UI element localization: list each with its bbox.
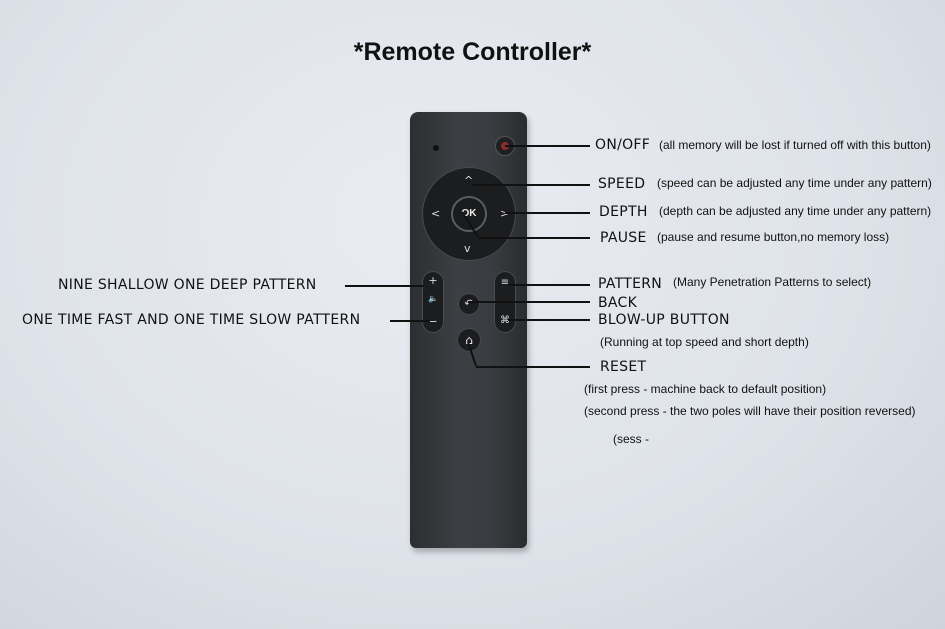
chevron-left-icon[interactable]: < xyxy=(431,207,441,220)
reset-label: RESET xyxy=(600,359,647,375)
reset-note-1: (first press - machine back to default p… xyxy=(584,382,827,396)
reset-note-3: (sess - xyxy=(613,432,649,446)
pause-leader xyxy=(478,237,590,239)
back-button[interactable]: ↶ xyxy=(458,293,480,315)
pause-note: (pause and resume button,no memory loss) xyxy=(657,230,890,244)
pattern-label: PATTERN xyxy=(598,276,663,292)
speed-note: (speed can be adjusted any time under an… xyxy=(657,176,932,190)
pattern-note: (Many Penetration Patterns to select) xyxy=(673,275,872,289)
menu-icon[interactable]: ≡ xyxy=(500,277,510,288)
on-off-label: ON/OFF xyxy=(595,137,651,153)
chevron-up-icon[interactable]: ^ xyxy=(464,174,474,187)
back-icon: ↶ xyxy=(464,297,474,310)
speaker-icon: 🔈 xyxy=(428,294,438,303)
one-time-fast-leader xyxy=(390,320,430,322)
depth-note: (depth can be adjusted any time under an… xyxy=(659,204,932,218)
back-leader xyxy=(468,301,590,303)
on-off-leader xyxy=(505,145,590,147)
reset-diagonal xyxy=(467,341,477,367)
back-label: BACK xyxy=(598,295,638,311)
pattern-leader xyxy=(508,284,590,286)
chevron-down-icon[interactable]: v xyxy=(464,242,471,255)
reset-note-2: (second press - the two poles will have … xyxy=(584,404,916,418)
blowup-leader xyxy=(508,319,590,321)
depth-label: DEPTH xyxy=(599,204,648,220)
page-title: *Remote Controller* xyxy=(353,38,592,66)
speed-label: SPEED xyxy=(598,176,646,192)
blowup-note: (Running at top speed and short depth) xyxy=(600,335,809,349)
ok-button[interactable]: OK xyxy=(451,196,487,232)
on-off-note: (all memory will be lost if turned off w… xyxy=(659,138,931,152)
reset-leader xyxy=(476,366,590,368)
home-icon: ⌂ xyxy=(465,333,473,347)
direction-pad: ^ v < > OK xyxy=(422,167,516,261)
minus-icon[interactable]: − xyxy=(428,315,438,328)
chevron-right-icon[interactable]: > xyxy=(500,208,509,219)
ir-sensor xyxy=(433,145,439,151)
speed-leader xyxy=(472,184,590,186)
pause-label: PAUSE xyxy=(600,230,647,246)
blowup-icon[interactable]: ⌘ xyxy=(500,315,510,326)
nine-shallow-leader xyxy=(345,285,423,287)
one-time-fast-label: ONE TIME FAST AND ONE TIME SLOW PATTERN xyxy=(22,312,361,328)
pause-diagonal xyxy=(461,211,479,238)
depth-leader xyxy=(505,212,590,214)
plus-icon[interactable]: + xyxy=(428,274,438,287)
blowup-label: BLOW-UP BUTTON xyxy=(598,312,730,328)
volume-rocker[interactable]: + 🔈 − xyxy=(422,271,444,333)
nine-shallow-label: NINE SHALLOW ONE DEEP PATTERN xyxy=(58,277,317,293)
